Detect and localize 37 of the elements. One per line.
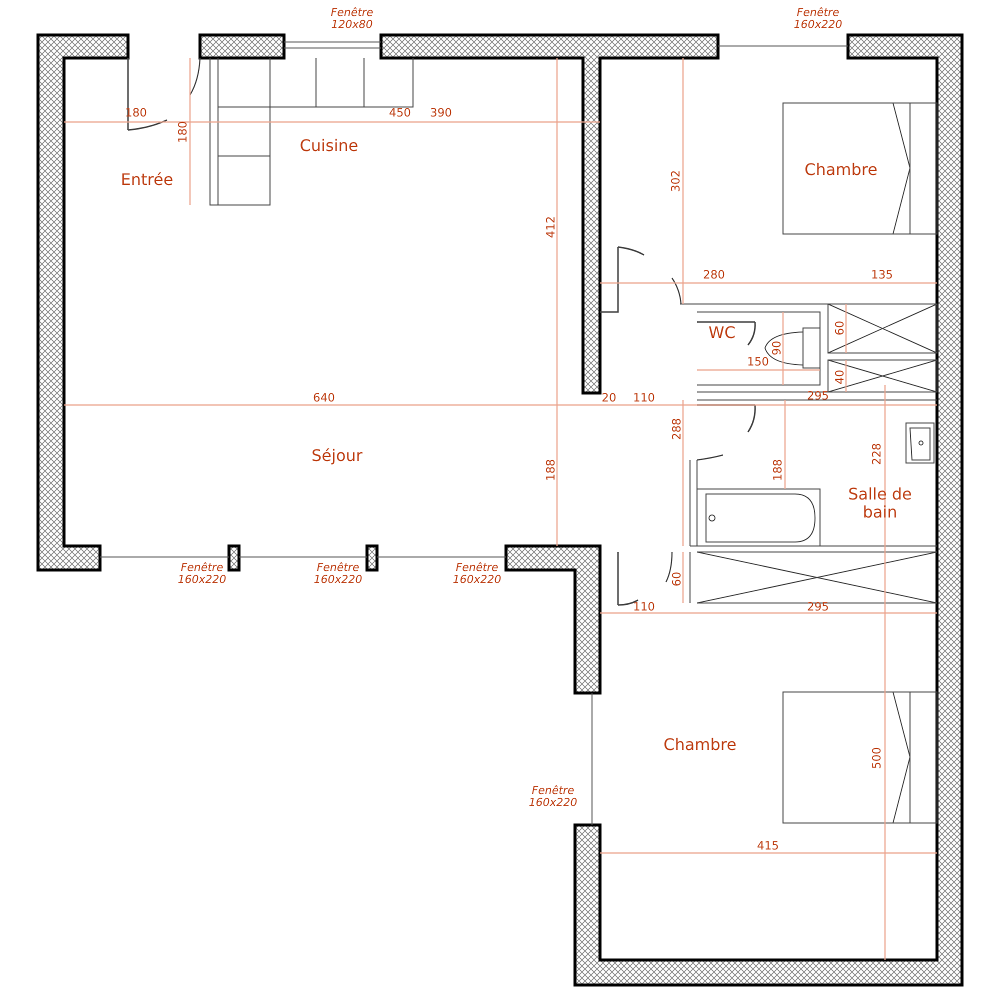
room-name: WC [708,324,736,342]
dimension-value: 415 [757,840,779,852]
dimension-value: 150 [747,356,769,368]
dimension-value: 288 [670,418,684,440]
dimension-value: 20 [602,392,616,404]
window-label: Fenêtre 120x80 [330,6,374,32]
room-name: Séjour [312,447,362,465]
window-label: Fenêtre 160x220 [312,562,364,586]
window-label: Fenêtre 160x220 [528,784,578,810]
window-label: Fenêtre 160x220 [452,562,502,586]
dimension-value: 280 [703,268,725,282]
room-name: Entrée [120,171,174,189]
dimension-value: 188 [544,459,558,481]
dimension-value: 135 [871,268,893,282]
dimension-value: 295 [807,600,829,614]
dimension-value: 295 [807,390,829,402]
dimension-value: 110 [633,600,655,614]
dimension-value: 188 [772,459,784,481]
window-label: Fenêtre 160x220 [176,562,228,586]
dimension-value: 302 [670,170,682,192]
dimension-value: 60 [670,572,684,586]
dimension-value: 390 [430,106,452,120]
window-label: Fenêtre 160x220 [792,6,844,32]
dimension-value: 500 [870,747,884,769]
dimension-value: 640 [313,392,335,404]
dimension-value: 450 [389,106,411,120]
dimension-value: 180 [176,121,190,143]
room-name: Cuisine [300,137,358,155]
dimension-value: 90 [770,340,784,356]
dimension-value: 228 [870,443,884,465]
room-name: Chambre [804,161,878,179]
dimension-value: 110 [633,392,655,404]
dimension-value: 412 [544,216,558,238]
dimension-value: 60 [834,320,846,336]
dimension-value: 40 [834,370,846,384]
room-name: Salle de bain [847,485,913,521]
room-name: Chambre [664,736,736,754]
